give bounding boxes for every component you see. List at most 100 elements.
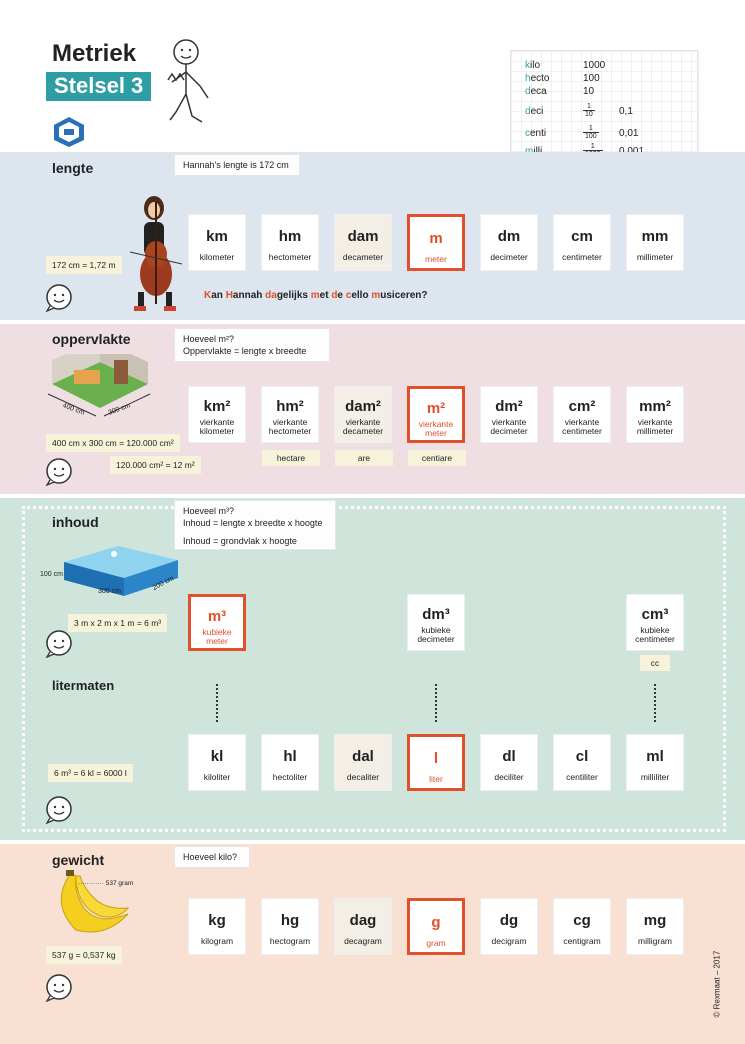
cello-player-illustration — [129, 196, 183, 311]
unit-symbol: l — [433, 750, 439, 767]
unit-name: centimeter — [635, 633, 675, 644]
tag-cc: cc — [640, 655, 670, 671]
smiley-icon — [45, 974, 72, 1002]
unit-name: vierkante — [345, 417, 381, 427]
unit-name: kubieke — [202, 627, 232, 637]
note-oppervlakte-line2: Oppervlakte = lengte x breedte — [183, 346, 307, 357]
unit-name: centigram — [563, 936, 601, 946]
unit-name: vierkante — [637, 417, 673, 427]
smiley-icon — [45, 796, 72, 824]
unit-name: milliliter — [640, 772, 670, 782]
prefix-lead: d — [525, 86, 531, 97]
bubble-inhoud: 3 m x 2 m x 1 m = 6 m³ — [68, 614, 168, 632]
prefix-rest: ecto — [530, 73, 550, 84]
unit-symbol: dm³ — [422, 606, 450, 623]
question-part: m — [310, 290, 320, 301]
unit-name: decimeter — [417, 633, 455, 644]
question-part: gelijks — [276, 290, 311, 301]
prefix-rest: eci — [530, 105, 544, 117]
question-part: da — [265, 290, 277, 301]
fraction-denominator: 10 — [585, 111, 593, 118]
unit-name: decimeter — [490, 252, 528, 262]
unit-name: meter — [206, 635, 228, 646]
unit-name: decaliter — [346, 772, 380, 782]
pool-dim-l: 300 cm — [98, 588, 121, 595]
unit-symbol: cm² — [568, 398, 596, 415]
unit-name: kilogram — [200, 936, 234, 946]
fraction-numerator: 1 — [583, 103, 595, 111]
unit-name: decameter — [342, 425, 384, 436]
question-part: c — [345, 290, 352, 301]
bananas-illustration — [60, 870, 130, 933]
note-oppervlakte-line1: Hoeveel m²? — [183, 334, 235, 344]
prefix-value: 0,001 — [619, 145, 645, 157]
prefix-lead: c — [525, 127, 530, 139]
unit-symbol: hm² — [276, 398, 304, 415]
note-lengte: Hannah's lengte is 172 cm — [174, 154, 300, 177]
unit-card: cg centigram — [553, 898, 611, 955]
question-part: K — [204, 290, 212, 301]
unit-name: vierkante — [491, 417, 527, 427]
fraction-denominator: 100 — [585, 133, 597, 140]
question-part: e — [337, 290, 346, 301]
note-gewicht: Hoeveel kilo? — [174, 846, 250, 869]
prefix-rest: eca — [530, 86, 547, 97]
unit-symbol: dam² — [345, 398, 381, 415]
dotted-connector — [435, 684, 437, 722]
unit-symbol: km — [206, 228, 228, 245]
note-oppervlakte: Hoeveel m²? Oppervlakte = lengte x breed… — [174, 328, 330, 363]
unit-symbol: cg — [573, 912, 591, 929]
logo — [52, 116, 86, 148]
unit-name: hectogram — [269, 936, 311, 946]
unit-name: meter — [425, 427, 447, 438]
unit-name: vierkante — [418, 419, 454, 429]
prefix-rest: illi — [533, 145, 543, 157]
prefix-lead: m — [525, 145, 534, 157]
question-lengte: Kan Hannah dagelijks met de cello musice… — [204, 290, 428, 301]
inhoud-dotted-frame — [22, 506, 726, 832]
stick-figure-illustration — [167, 39, 209, 123]
fraction-numerator: 1 — [583, 143, 603, 151]
prefix-value: 0,1 — [619, 105, 633, 117]
unit-symbol: mg — [643, 912, 667, 929]
room-illustration — [47, 354, 151, 417]
note-inhoud-line3: Inhoud = grondvlak x hoogte — [183, 536, 297, 547]
unit-name: millimeter — [636, 252, 674, 262]
bubble-gewicht: 537 g = 0,537 kg — [46, 946, 122, 964]
prefix-value: 100 — [583, 73, 600, 84]
unit-symbol: m — [429, 230, 443, 247]
unit-name: hectometer — [268, 252, 312, 262]
unit-name: vierkante — [564, 417, 600, 427]
dotted-connector — [654, 684, 656, 722]
prefix-value: 0,01 — [619, 127, 639, 139]
bubble-oppervlakte-1: 400 cm x 300 cm = 120.000 cm² — [46, 434, 180, 452]
unit-symbol: dm — [497, 228, 521, 245]
page-title-line1: Metriek — [52, 40, 137, 67]
unit-symbol: g — [431, 914, 441, 931]
unit-name: kubieke — [421, 625, 451, 635]
unit-symbol: hl — [283, 748, 297, 765]
unit-symbol: dag — [349, 912, 377, 929]
prefix-value: 10 — [583, 86, 595, 97]
question-part: m — [371, 290, 381, 301]
unit-name: hectoliter — [272, 772, 308, 782]
